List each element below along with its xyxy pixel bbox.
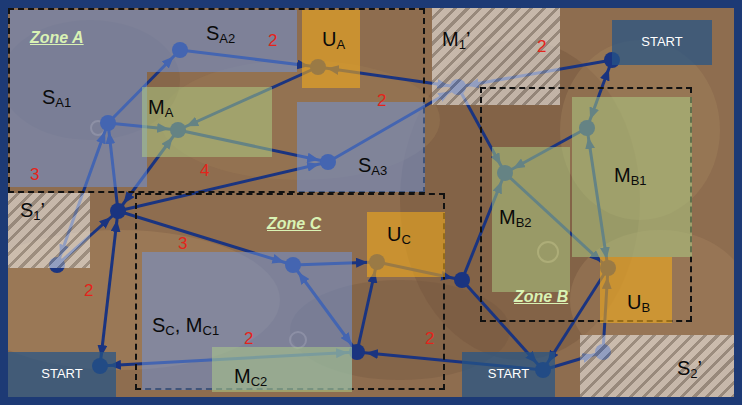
edge-weight: 2 xyxy=(268,32,277,51)
region-label: S2’ xyxy=(677,357,702,382)
subscript: A3 xyxy=(371,163,387,178)
zone-region: Zone C SC, MC1MC2 UC xyxy=(135,193,445,390)
edge-weight: 2 xyxy=(537,38,546,57)
subscript: B2 xyxy=(516,215,532,230)
region-label: SA1 xyxy=(42,86,71,111)
zone-label: Zone A xyxy=(30,29,84,47)
edge-weight: 3 xyxy=(30,166,39,185)
start-box: START xyxy=(8,352,116,397)
hatched-region: M1’ xyxy=(432,8,560,105)
edge-weight: 4 xyxy=(200,162,209,181)
subscript: 2 xyxy=(690,366,697,381)
subscript: A1 xyxy=(55,95,71,110)
subscript: B1 xyxy=(631,173,647,188)
region-label: MA xyxy=(148,96,173,121)
start-label: START xyxy=(41,367,82,381)
edge-weight: 3 xyxy=(178,235,187,254)
start-box: START xyxy=(462,352,555,397)
subscript: 1 xyxy=(33,208,40,223)
waypoint-dot xyxy=(454,272,470,288)
region-label: UB xyxy=(627,291,650,316)
zone-label: Zone C xyxy=(267,215,321,233)
start-label: START xyxy=(488,367,529,381)
subscript: C2 xyxy=(251,374,268,389)
arrow-line xyxy=(100,211,118,366)
zone-region: Zone A SA1 SA2MA UA SA3 xyxy=(8,8,425,193)
subscript: A xyxy=(165,105,174,120)
region-label: SA2 xyxy=(206,22,235,47)
subscript: C xyxy=(401,232,410,247)
region-label: SC, MC1 xyxy=(152,314,219,339)
region-label: MB1 xyxy=(614,164,647,189)
region-label: S1’ xyxy=(20,199,45,224)
region-label: UA xyxy=(322,28,345,53)
subscript: A2 xyxy=(219,31,235,46)
mapping-region: MB1 xyxy=(572,97,692,257)
zone-label: Zone B xyxy=(514,288,568,306)
subscript: 1 xyxy=(459,37,466,52)
subscript: C1 xyxy=(203,323,220,338)
zone-region: Zone B MB1MB2UB xyxy=(480,87,692,322)
mapping-region: MC2 xyxy=(212,347,352,392)
start-label: START xyxy=(641,35,682,49)
map-frame xyxy=(4,4,738,401)
subscript: B xyxy=(641,300,650,315)
upload-region: UC xyxy=(367,212,445,277)
edge-weight: 2 xyxy=(244,330,253,349)
hatched-region: S2’ xyxy=(580,335,734,397)
mapping-region: MA xyxy=(142,87,272,157)
edge-weight: 2 xyxy=(425,330,434,349)
upload-region: UB xyxy=(600,257,672,323)
edge-weight: 2 xyxy=(84,282,93,301)
waypoint-dot xyxy=(110,203,126,219)
region-label: M1’ xyxy=(442,28,470,53)
upload-region: UA xyxy=(302,10,360,88)
region-label: UC xyxy=(387,223,411,248)
subscript: A xyxy=(336,37,345,52)
region-label: SA3 xyxy=(358,154,387,179)
edge-weight: 2 xyxy=(377,92,386,111)
start-box: START xyxy=(612,20,712,65)
science-region: SA3 xyxy=(297,102,425,192)
hatched-region: S1’ xyxy=(8,193,90,268)
region-label: MC2 xyxy=(234,365,267,390)
mapping-region: MB2 xyxy=(492,147,570,292)
region-label: MB2 xyxy=(499,206,532,231)
subscript: C xyxy=(165,323,174,338)
